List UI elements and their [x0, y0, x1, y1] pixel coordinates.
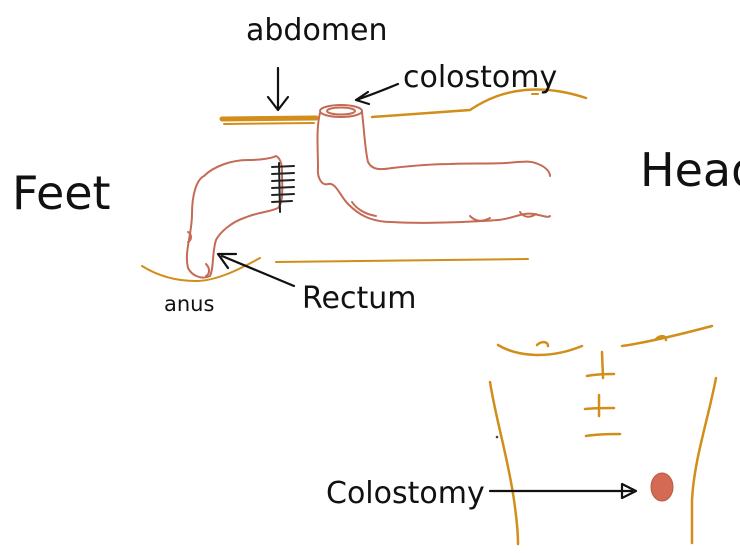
head-label: Head	[640, 143, 740, 197]
colostomy-bottom-label: Colostomy	[326, 476, 485, 511]
abdominal-wall	[219, 88, 588, 125]
rectum-arrow	[216, 252, 296, 288]
abdomen-arrow	[266, 66, 290, 112]
colon	[185, 104, 551, 279]
anus-label: anus	[164, 292, 214, 316]
staple-line	[271, 162, 295, 213]
torso-outline	[488, 324, 718, 546]
feet-label: Feet	[12, 166, 111, 220]
abdomen-label: abdomen	[246, 13, 388, 48]
stoma	[650, 472, 674, 502]
navel-dot	[495, 435, 499, 439]
lower-body-line	[141, 257, 529, 283]
colostomy-top-label: colostomy	[403, 60, 557, 95]
rectum-label: Rectum	[302, 281, 416, 316]
colostomy-top-arrow	[354, 82, 400, 106]
colostomy-bottom-arrow	[488, 482, 638, 500]
